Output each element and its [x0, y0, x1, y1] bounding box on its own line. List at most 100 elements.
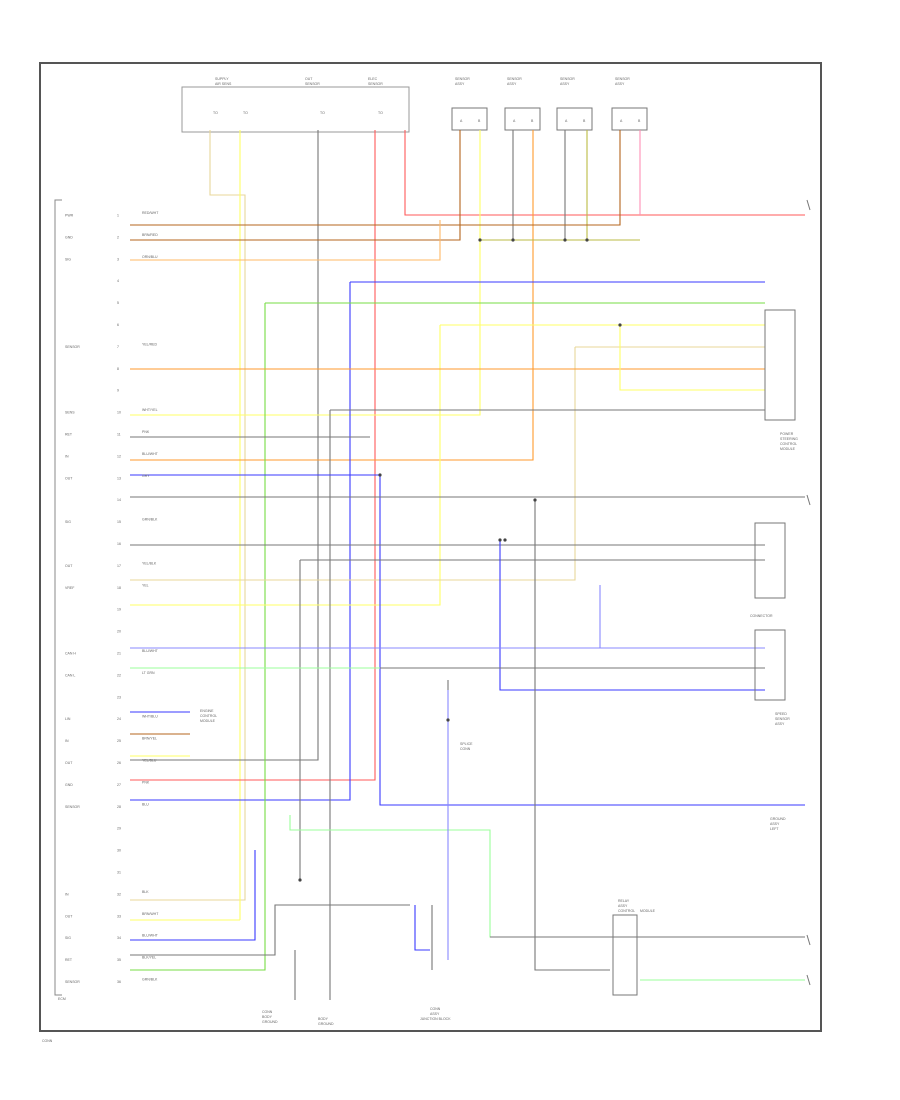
svg-text:SPLICE: SPLICE [460, 742, 473, 746]
svg-text:B: B [478, 119, 481, 123]
pin-number: 10 [117, 411, 121, 415]
svg-text:SENSOR: SENSOR [615, 77, 630, 81]
pin-number: 36 [117, 980, 121, 984]
svg-text:B: B [638, 119, 641, 123]
pin-label: CAN L [65, 673, 75, 677]
svg-text:SENSOR: SENSOR [305, 82, 320, 86]
wire-blu-wht [130, 474, 805, 806]
right-labels: POWER STEERING CONTROL MODULE CONNECTOR … [618, 432, 798, 913]
svg-text:B: B [583, 119, 586, 123]
pin-number: 12 [117, 454, 121, 458]
connector-c [754, 629, 786, 701]
wire-sensor1-a [130, 130, 461, 241]
wire-tag: BLU/WHT [142, 649, 159, 653]
top-labels: SUPPLY AIR SENS OUT SENSOR ELEC SENSOR S… [213, 77, 641, 123]
pin-number: 32 [117, 892, 121, 896]
wire-tag: WHT/BLU [142, 715, 158, 719]
splice-dot [478, 238, 482, 242]
pin-label: CAN H [65, 652, 76, 656]
wire-blk-yel [130, 904, 410, 956]
pin-number: 25 [117, 739, 121, 743]
connector-a [764, 309, 796, 421]
pin-number: 30 [117, 849, 121, 853]
pin-number: 34 [117, 936, 121, 940]
svg-text:CONN: CONN [262, 1010, 273, 1014]
wire-tag: BLU/WHT [142, 934, 159, 938]
splice-dot [511, 238, 515, 242]
svg-text:B: B [531, 119, 534, 123]
pin-label: SIG [65, 257, 71, 261]
svg-text:GROUND: GROUND [770, 817, 786, 821]
svg-text:CONNECTOR: CONNECTOR [750, 614, 773, 618]
wire-tan-vert [130, 347, 576, 581]
svg-text:BODY: BODY [318, 1017, 329, 1021]
svg-text:STEERING: STEERING [780, 437, 798, 441]
wire-out-sensor [130, 130, 319, 761]
splice-dot [498, 538, 502, 542]
right-connectors [612, 309, 796, 996]
svg-text:SENSOR: SENSOR [368, 82, 383, 86]
wire-tag: LT GRN [142, 671, 155, 675]
pin-number: 31 [117, 871, 121, 875]
wire-sensor1-b [130, 130, 481, 416]
top-connector-bank [181, 86, 648, 133]
pin-label: GND [65, 783, 73, 787]
svg-text:MODULE: MODULE [780, 447, 796, 451]
svg-text:ASSY: ASSY [770, 822, 780, 826]
svg-text:TO: TO [320, 111, 325, 115]
svg-text:OUT: OUT [305, 77, 313, 81]
pin-label: OUT [65, 564, 73, 568]
wire-elec-sensor [130, 130, 376, 781]
wire-orn-blu [130, 220, 441, 261]
pin-label: SIG [65, 936, 71, 940]
pin-number: 21 [117, 652, 121, 656]
svg-text:CONTROL: CONTROL [618, 909, 635, 913]
pin-number: 27 [117, 783, 121, 787]
wire-tag: WHT/YEL [142, 408, 158, 412]
pin-number: 9 [117, 389, 119, 393]
wire-tag: GRN/BLK [142, 518, 158, 522]
svg-text:CONN: CONN [460, 747, 471, 751]
wire-tag: BRN/RED [142, 233, 158, 237]
svg-text:TO: TO [243, 111, 248, 115]
wire-tag: YEL/RED [142, 342, 157, 346]
wire-green-vert [130, 303, 266, 971]
svg-text:GROUND: GROUND [318, 1022, 334, 1026]
splice-dot [533, 498, 537, 502]
pin-number: 8 [117, 367, 119, 371]
wire-tag: PNK [142, 780, 150, 784]
sensor-connector-3 [556, 107, 593, 131]
pin-number: 23 [117, 695, 121, 699]
wire-red-top [404, 130, 805, 216]
pin-number: 14 [117, 498, 121, 502]
pin-label: IN [65, 892, 69, 896]
svg-text:AIR SENS: AIR SENS [215, 82, 232, 86]
svg-text:TO: TO [378, 111, 383, 115]
pin-label: OUT [65, 914, 73, 918]
svg-text:RELAY: RELAY [618, 899, 630, 903]
module-label: ENGINE CONTROL MODULE [200, 709, 217, 723]
svg-text:POWER: POWER [780, 432, 794, 436]
splice-dot [503, 538, 507, 542]
pin-number: 29 [117, 827, 121, 831]
pin-label: VREF [65, 586, 74, 590]
svg-text:TO: TO [213, 111, 218, 115]
pin-number: 16 [117, 542, 121, 546]
svg-text:SENSOR: SENSOR [507, 77, 522, 81]
pin-number: 20 [117, 630, 121, 634]
pin-number: 7 [117, 345, 119, 349]
ground-symbol [806, 199, 811, 986]
pin-number: 17 [117, 564, 121, 568]
pin-number: 15 [117, 520, 121, 524]
pin-label: IN [65, 454, 69, 458]
svg-text:SENSOR: SENSOR [775, 717, 790, 721]
svg-text:ASSY: ASSY [430, 1012, 440, 1016]
pin-number: 33 [117, 914, 121, 918]
svg-text:CONTROL: CONTROL [780, 442, 797, 446]
splice-dot [298, 878, 302, 882]
wire-tag: BRN/WHT [142, 912, 159, 916]
sensor-connector-4 [611, 107, 648, 131]
pin-number: 19 [117, 608, 121, 612]
sensor-connector-2 [504, 107, 541, 131]
pin-number: 18 [117, 586, 121, 590]
